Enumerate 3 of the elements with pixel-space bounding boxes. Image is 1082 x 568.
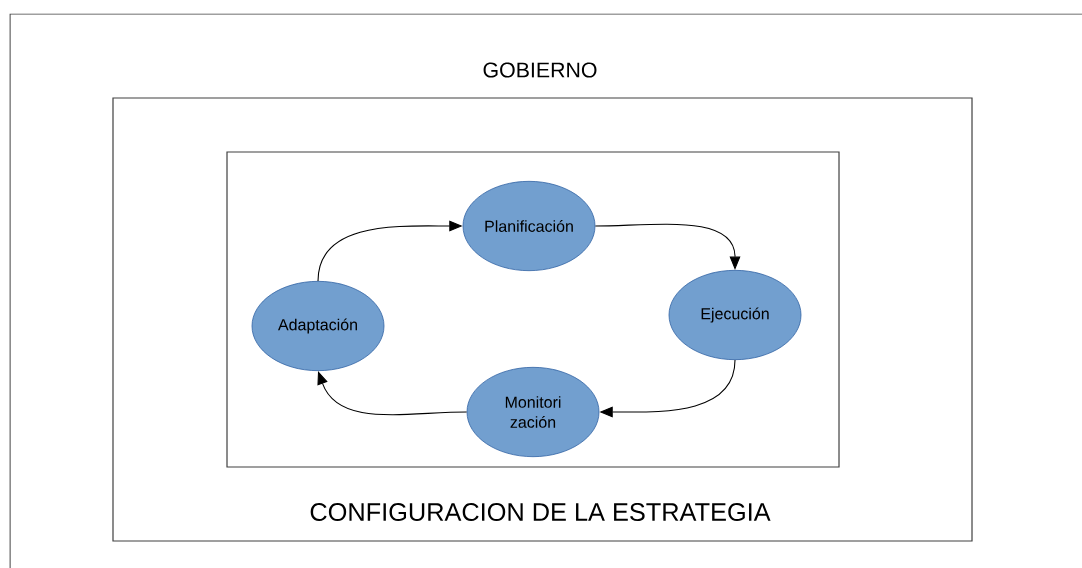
arrow — [317, 371, 468, 416]
inner-box — [226, 151, 840, 468]
arrow — [594, 223, 741, 270]
